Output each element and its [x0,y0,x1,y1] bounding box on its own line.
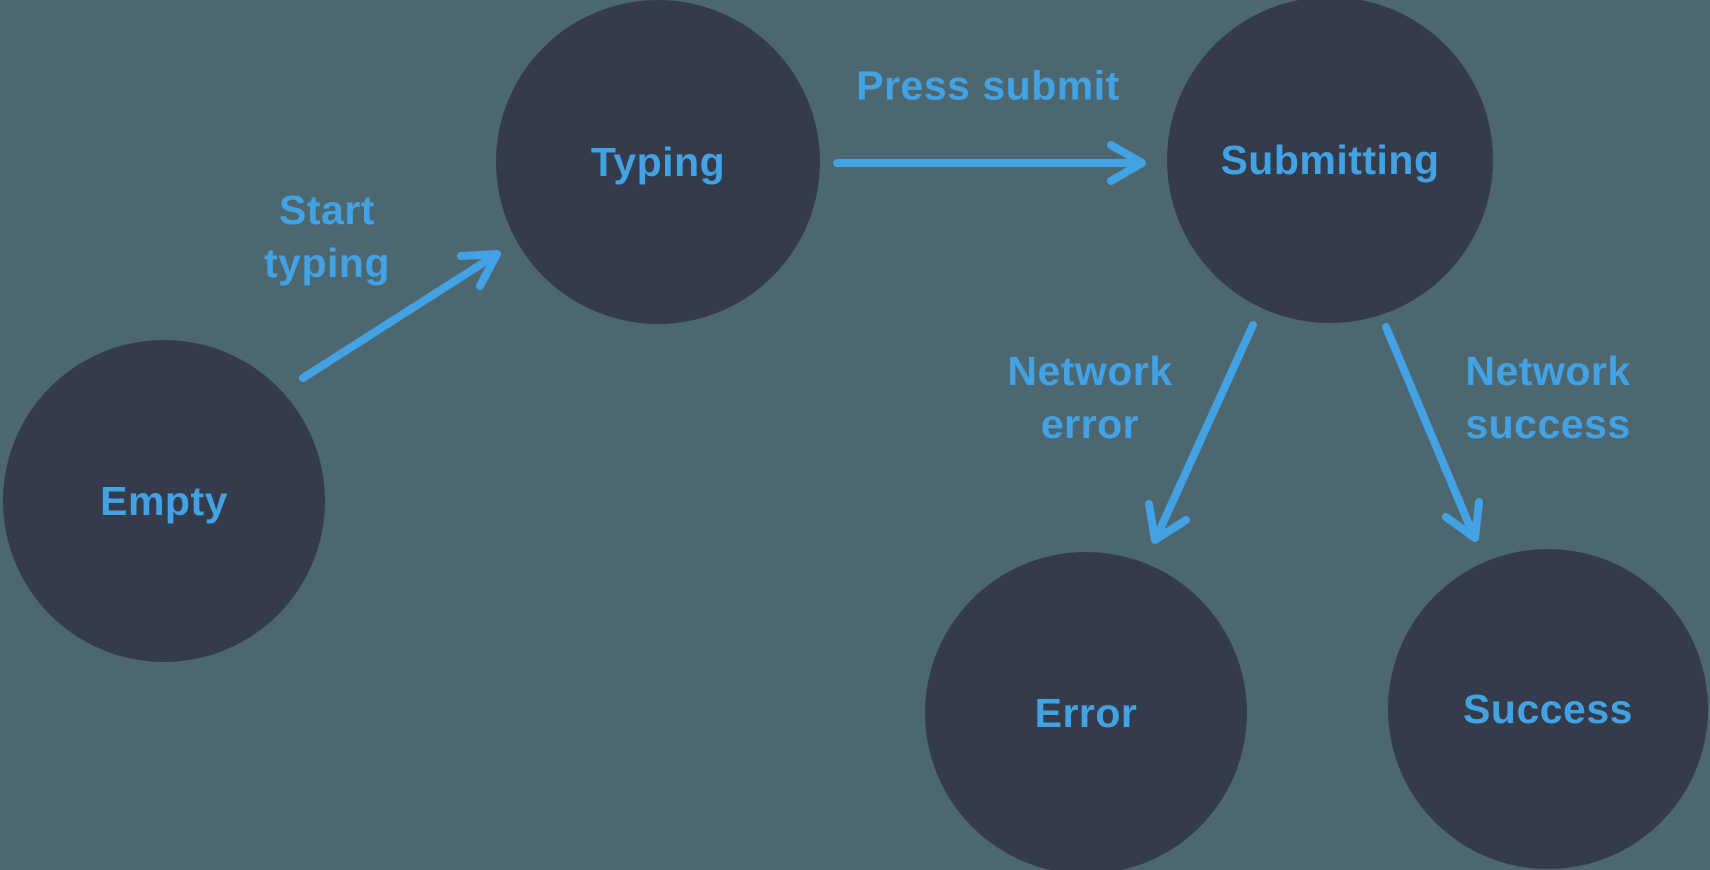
transition-label-line: typing [264,240,390,286]
transition-label-start-typing: Start typing [264,184,390,290]
state-node-error: Error [925,552,1247,870]
state-label-success: Success [1463,685,1633,732]
transition-label-network-success: Network success [1465,345,1630,451]
transition-label-line: success [1465,401,1631,447]
state-label-typing: Typing [590,138,726,185]
state-label-empty: Empty [100,477,228,524]
state-label-error: Error [1034,689,1138,736]
transition-label-network-error: Network error [1007,345,1172,451]
transition-label-line: Network [1007,348,1173,394]
transition-label-line: Press submit [856,62,1120,109]
transition-label-press-submit: Press submit [856,60,1120,113]
transition-label-line: Network [1465,348,1631,394]
state-node-success: Success [1388,549,1708,869]
transition-label-line: error [1040,401,1140,447]
transition-label-line: Start [279,187,375,233]
transition-arrow-press-submit [833,141,1146,185]
state-node-submitting: Submitting [1167,0,1493,323]
state-node-empty: Empty [3,340,325,662]
state-label-submitting: Submitting [1220,136,1440,183]
state-node-typing: Typing [496,0,820,324]
